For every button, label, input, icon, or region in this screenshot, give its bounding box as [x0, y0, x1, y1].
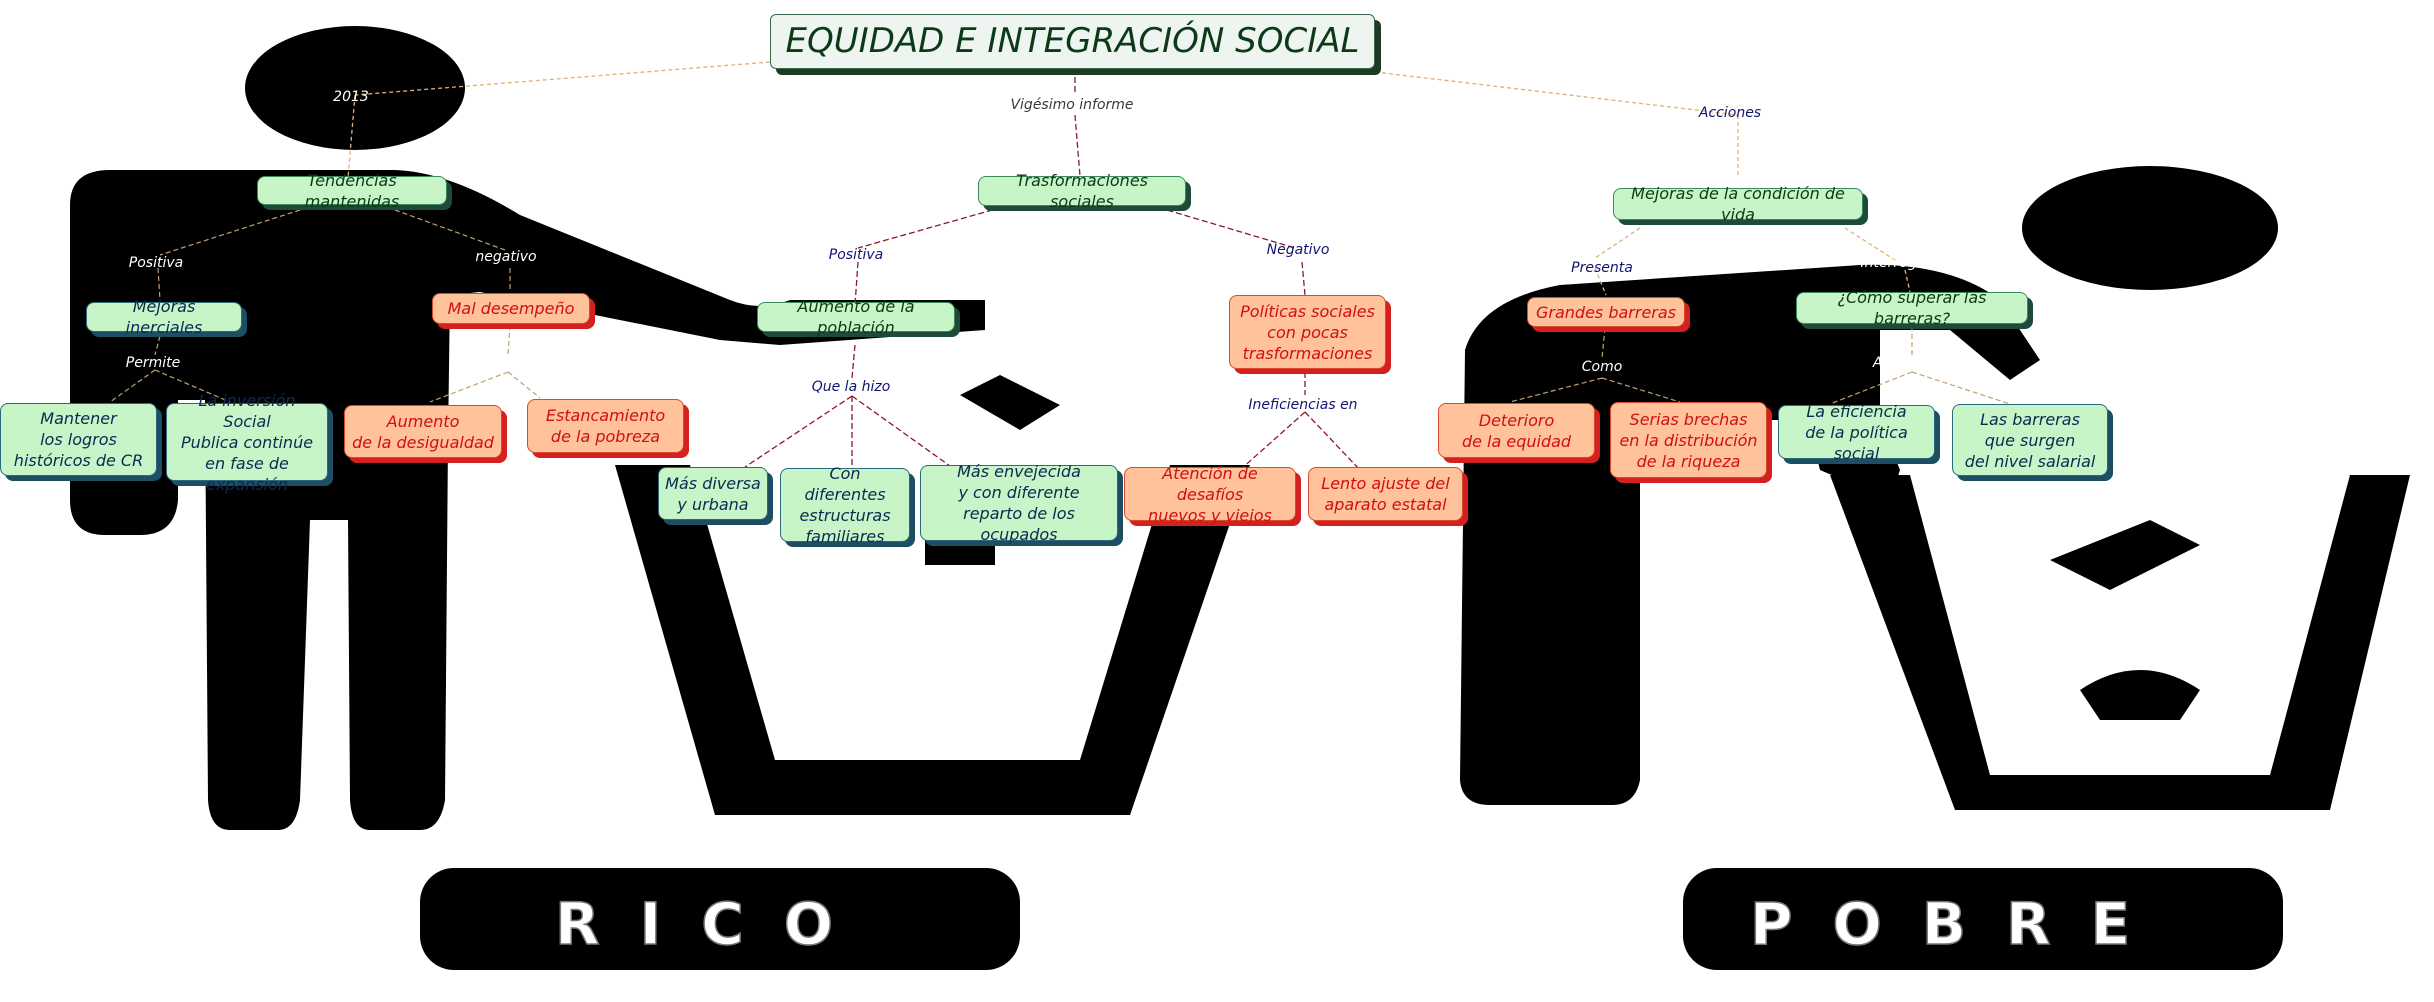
link-label-vigesimo-informe: Vigésimo informe — [1010, 97, 1134, 113]
node-aumento-desigualdad: Aumento de la desigualdad — [344, 405, 502, 458]
node-mantener-logros: Mantener los logros históricos de CR — [0, 403, 157, 476]
plate-rico-text: RICO — [555, 890, 873, 958]
node-mal-desempeno: Mal desempeño — [432, 293, 590, 324]
link-label-positiva-mid: Positiva — [828, 247, 884, 263]
rich-person-silhouette — [70, 26, 985, 830]
map-title: EQUIDAD E INTEGRACIÓN SOCIAL — [770, 14, 1375, 69]
link-label-presenta: Presenta — [1571, 260, 1633, 276]
node-como-superar-barreras: ¿Cómo superar las barreras? — [1796, 288, 2028, 328]
node-serias-brechas: Serias brechas en la distribución de la … — [1610, 402, 1767, 478]
poor-person-silhouette — [1460, 166, 2278, 805]
link-label-como: Como — [1581, 359, 1623, 375]
link-label-que-la-hizo: Que la hizo — [811, 379, 891, 395]
link-label-interrogantes: Interrogantes — [1860, 255, 1956, 271]
plate-pobre: POBRE — [1683, 868, 2283, 970]
node-grandes-barreras: Grandes barreras — [1527, 297, 1685, 327]
node-eficiencia-politica: La eficiencia de la política social — [1778, 402, 1935, 463]
node-politicas-sociales: Políticas sociales con pocas trasformaci… — [1229, 295, 1386, 369]
node-trasformaciones-sociales: Trasformaciones sociales — [978, 171, 1186, 211]
node-aumento-poblacion: Aumento de la población — [757, 297, 955, 337]
node-mas-diversa-urbana: Más diversa y urbana — [658, 467, 768, 520]
node-inversion-social: La inversión Social Publica continúe en … — [166, 391, 328, 494]
link-label-en-materia: En materia — [468, 357, 546, 373]
node-mejoras-inerciales: Mejoras inerciales — [86, 297, 242, 337]
node-nivel-salarial: Las barreras que surgen del nivel salari… — [1952, 404, 2108, 476]
link-label-acciones: Acciones — [1698, 105, 1762, 121]
link-label-negativo-left: negativo — [475, 249, 537, 265]
node-estancamiento-pobreza: Estancamiento de la pobreza — [527, 399, 684, 453]
link-label-positiva-left: Positiva — [128, 255, 184, 271]
node-atencion-desafios: Atención de desafíos nuevos y viejos — [1124, 464, 1296, 525]
node-deterioro-equidad: Deterioro de la equidad — [1438, 403, 1595, 458]
node-estructuras-familiares: Con diferentes estructuras familiares — [780, 464, 910, 546]
plate-rico: RICO — [420, 868, 1020, 970]
node-mejoras-condicion-vida: Mejoras de la condición de vida — [1613, 184, 1863, 224]
basket-right — [1830, 475, 2410, 810]
link-label-ineficiencias: Ineficiencias en — [1248, 397, 1358, 413]
link-label-negativo-mid: Negativo — [1266, 242, 1330, 258]
node-mas-envejecida: Más envejecida y con diferente reparto d… — [920, 462, 1118, 544]
link-label-2013: 2013 — [333, 89, 369, 105]
node-lento-ajuste: Lento ajuste del aparato estatal — [1308, 467, 1463, 521]
node-tendencias-mantenidas: Tendencias mantenidas — [257, 171, 447, 211]
link-label-atendiendo: Atendiendo — [1872, 355, 1954, 371]
plate-pobre-text: POBRE — [1750, 890, 2170, 958]
link-label-permite: Permite — [125, 355, 181, 371]
